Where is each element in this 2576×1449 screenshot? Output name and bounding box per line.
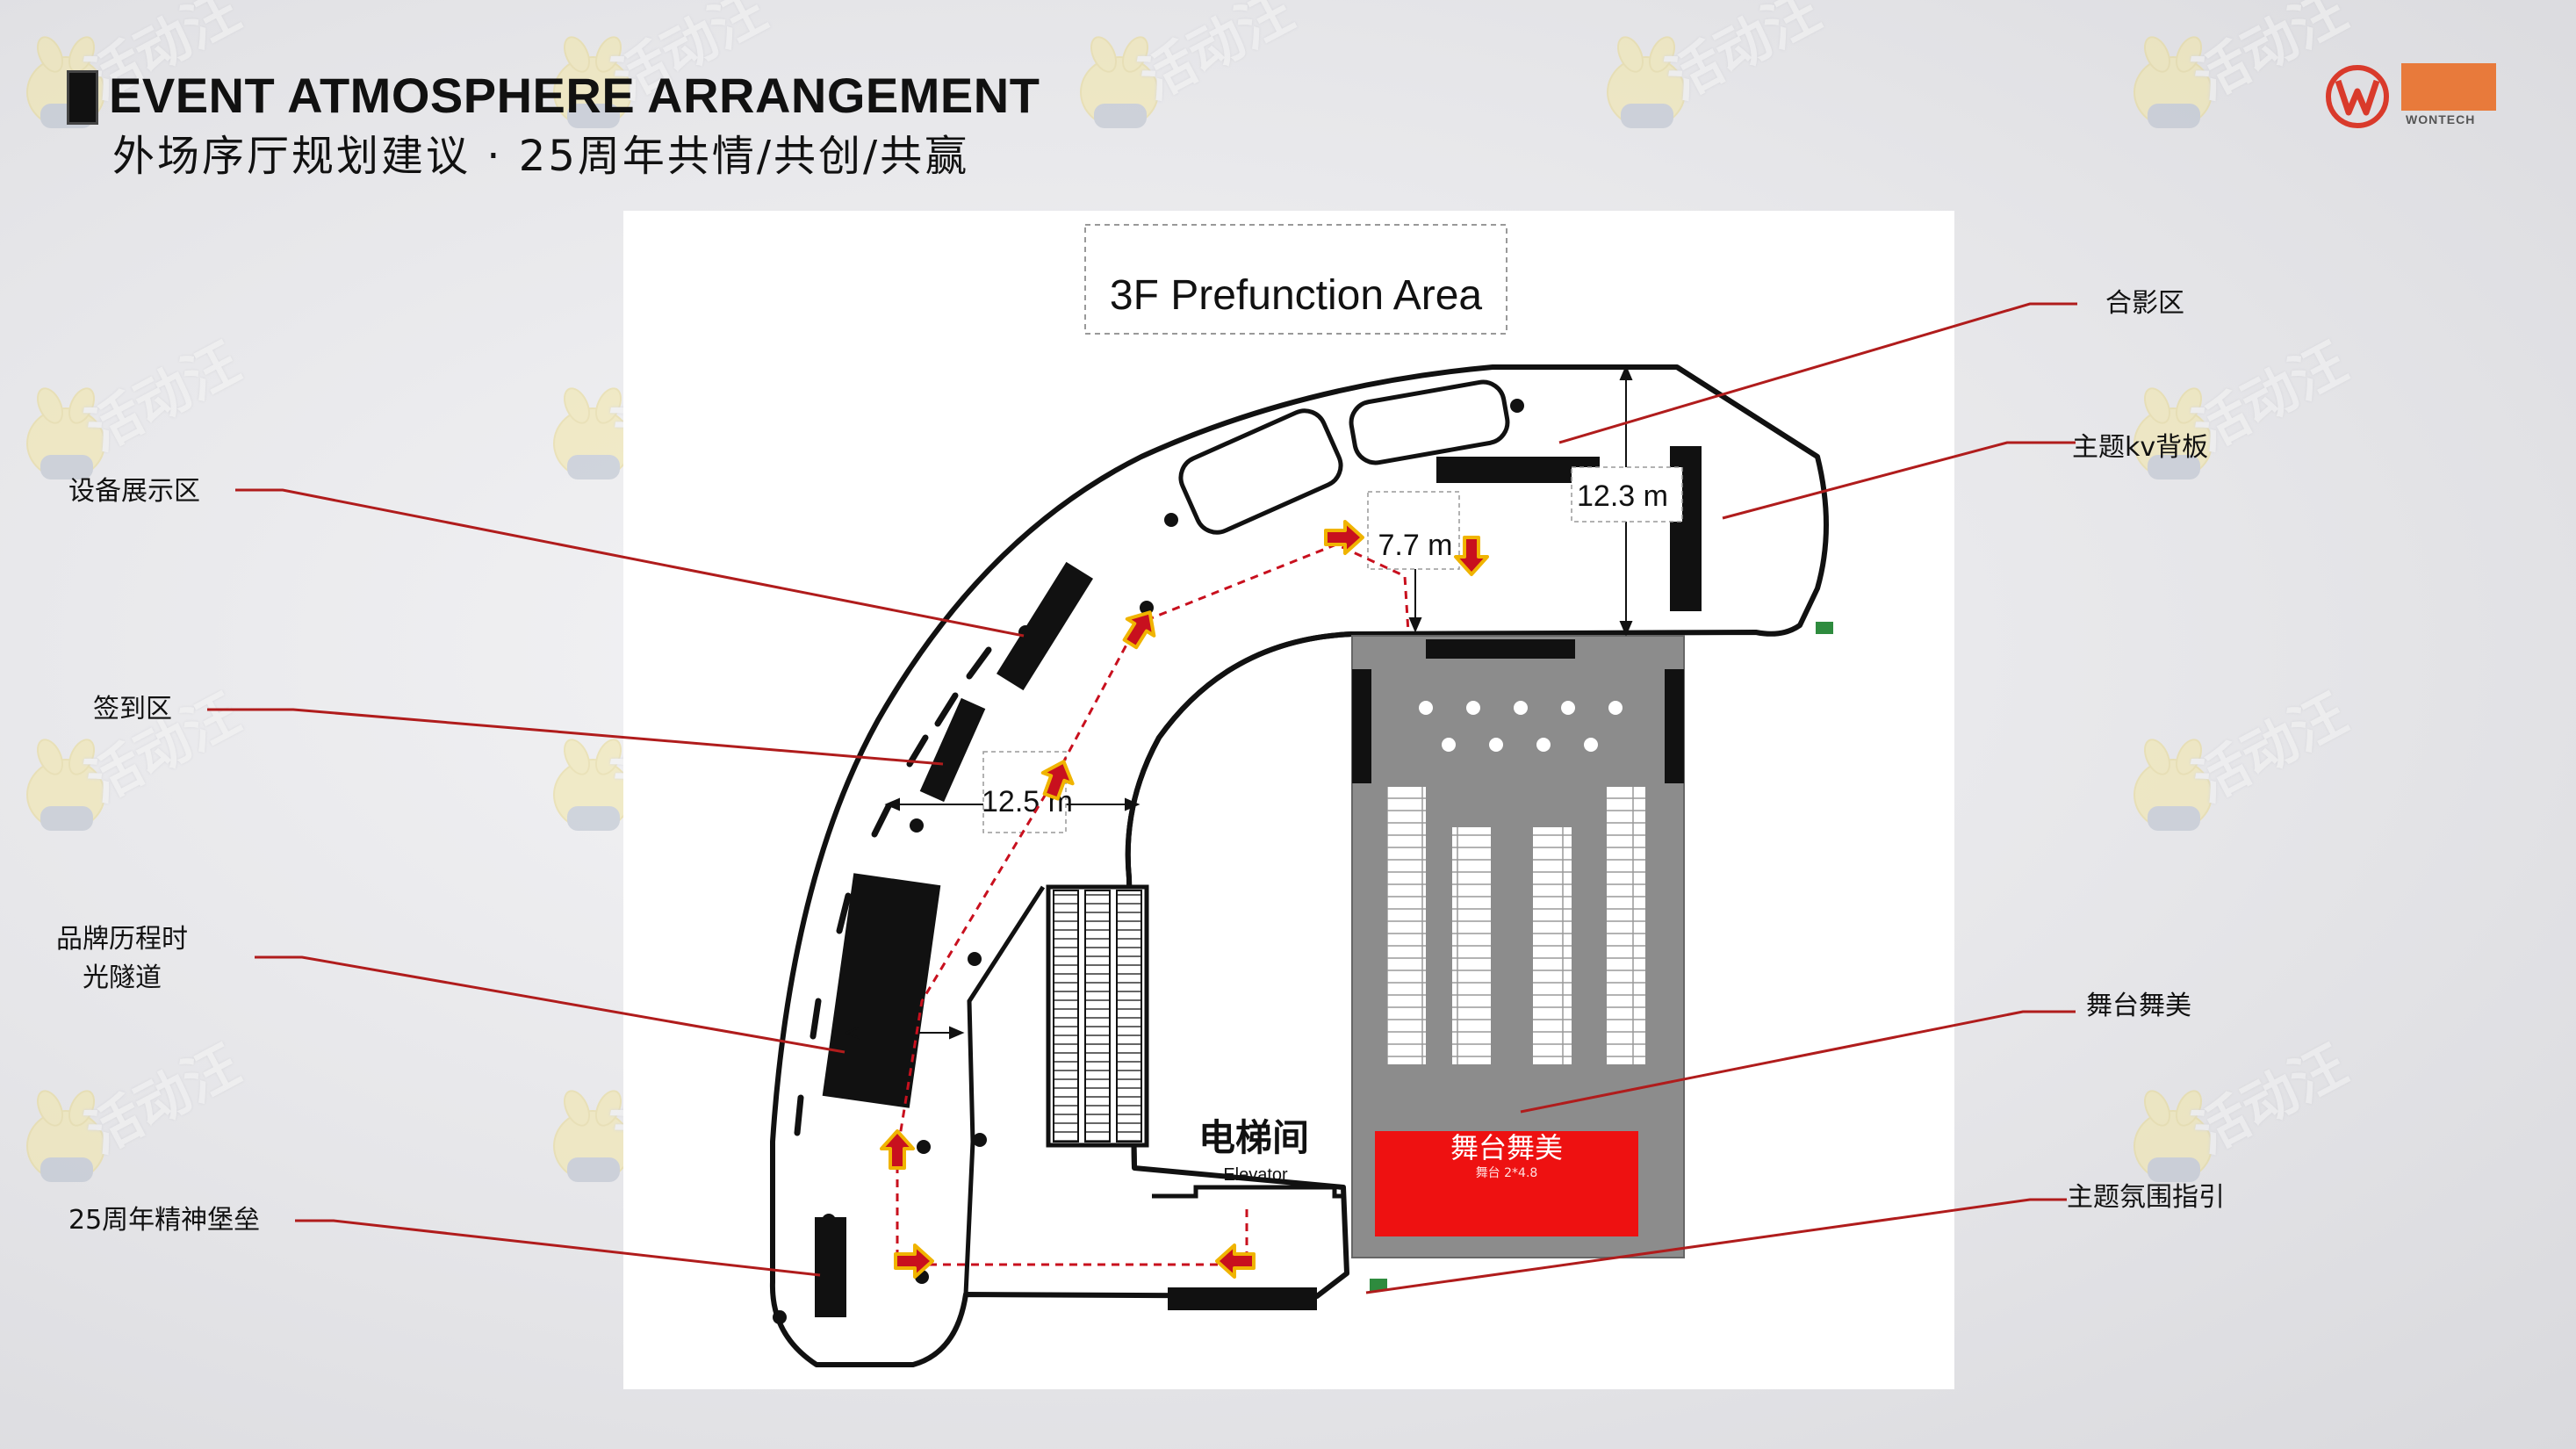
callout-atmosphere-guide: 主题氛围指引 xyxy=(2067,1182,2225,1213)
route-arrows xyxy=(880,520,1489,1279)
page-subtitle: 外场序厅规划建议 · 25周年共情/共创/共赢 xyxy=(112,132,970,181)
atmosphere-guide-board xyxy=(1168,1287,1317,1310)
dimension-label-12-3: 12.3 m xyxy=(1577,479,1668,513)
display-boards xyxy=(815,446,1702,1317)
round-tables xyxy=(1419,701,1623,752)
logo-wordmark: WONTECH xyxy=(2406,112,2476,126)
brand-tunnel xyxy=(822,873,941,1108)
exit-sign-icon xyxy=(1816,622,1833,634)
callout-brand-history-line1: 品牌历程时 xyxy=(56,924,188,955)
inner-wall xyxy=(1125,631,1353,1169)
glazing-lines xyxy=(794,646,992,1136)
dimension-lines xyxy=(844,364,1633,1040)
stage-label: 舞台舞美 xyxy=(1450,1131,1563,1164)
wontech-logo xyxy=(2326,63,2496,128)
callout-leaders xyxy=(207,302,2077,1294)
callout-anniversary-fort: 25周年精神堡垒 xyxy=(68,1205,261,1236)
anniversary-fort xyxy=(815,1217,846,1317)
callout-stage-design: 舞台舞美 xyxy=(2086,991,2191,1021)
area-title-box xyxy=(1084,224,1507,335)
stage xyxy=(1375,1131,1638,1236)
callout-photo-zone: 合影区 xyxy=(2105,288,2184,319)
equipment-board xyxy=(996,561,1094,691)
area-title: 3F Prefunction Area xyxy=(1110,272,1483,319)
exit-sign-icon xyxy=(1370,1279,1387,1291)
elevator-label-en: Elevator xyxy=(1223,1165,1288,1185)
header-accent-bar xyxy=(67,70,98,125)
hall-walls xyxy=(1352,639,1684,783)
dimension-label-7-7: 7.7 m xyxy=(1378,529,1452,562)
callout-kv-backdrop: 主题kv背板 xyxy=(2072,432,2209,463)
callout-brand-history: 品牌历程时 光隧道 xyxy=(56,920,188,997)
elevator-label-cn: 电梯间 xyxy=(1198,1116,1309,1159)
seat-rows xyxy=(1387,787,1645,1064)
lounge-pods xyxy=(1178,379,1510,535)
callout-brand-history-line2: 光隧道 xyxy=(83,962,162,993)
signin-desk xyxy=(919,697,986,803)
escalator-block xyxy=(1046,884,1149,1148)
stage-sublabel: 舞台 2*4.8 xyxy=(1476,1166,1538,1180)
callout-equipment: 设备展示区 xyxy=(68,476,200,507)
page-title: EVENT ATMOSPHERE ARRANGEMENT xyxy=(109,68,1040,123)
callout-signin: 签到区 xyxy=(93,694,172,724)
